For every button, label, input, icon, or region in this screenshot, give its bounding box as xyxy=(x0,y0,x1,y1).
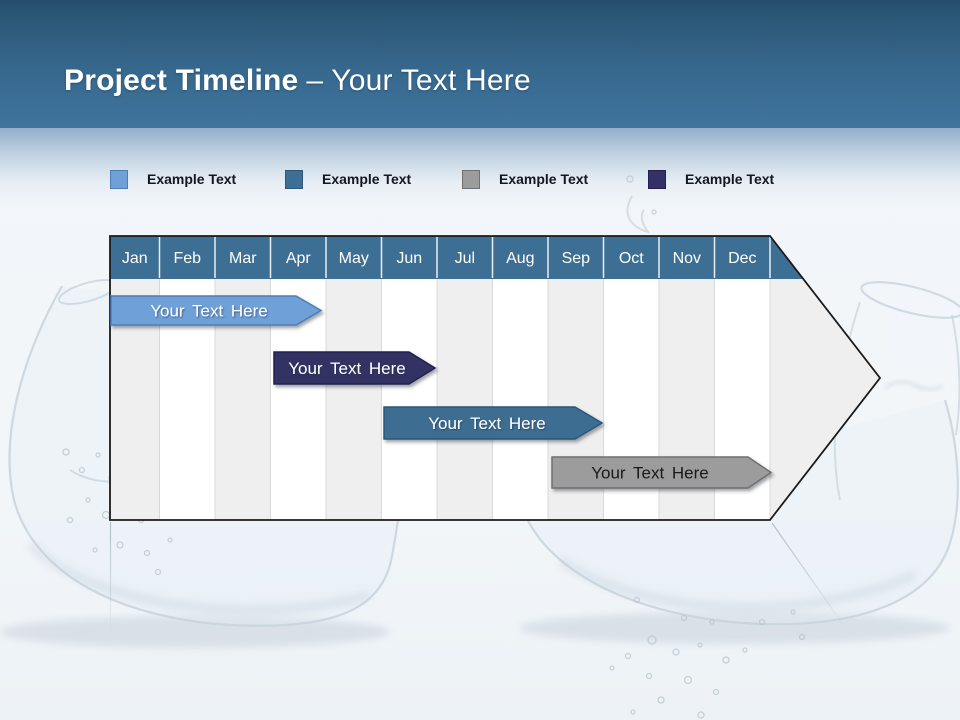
title-band-fade xyxy=(0,128,960,212)
legend-swatch-2 xyxy=(285,169,303,189)
month-may: May xyxy=(339,250,369,267)
legend-swatch-1 xyxy=(110,169,128,189)
slide-title[interactable]: Project Timeline– Your Text Here xyxy=(64,64,531,98)
legend-label-3: Example Text xyxy=(499,171,589,187)
month-jan: Jan xyxy=(122,250,148,267)
task-bar-4-label: Your Text Here xyxy=(591,464,709,483)
month-labels: Jan Feb Mar Apr May Jun Jul Aug Sep Oct … xyxy=(122,250,757,267)
month-dec: Dec xyxy=(728,250,756,267)
legend-item-3[interactable]: Example Text xyxy=(462,167,588,191)
legend-swatch-3 xyxy=(462,169,480,189)
month-jun: Jun xyxy=(396,250,422,267)
task-bar-2-label: Your Text Here xyxy=(288,359,406,378)
legend-label-2: Example Text xyxy=(322,171,412,187)
title-main: Project Timeline xyxy=(64,64,299,97)
column-gridlines xyxy=(159,279,771,520)
reflection-right xyxy=(771,522,850,634)
task-bar-4-shape xyxy=(551,456,773,489)
legend-swatch-4 xyxy=(648,169,666,189)
task-bar-3-shape xyxy=(383,406,604,440)
legend-item-2[interactable]: Example Text xyxy=(285,167,411,191)
month-jul: Jul xyxy=(455,250,475,267)
task-bar-1-label: Your Text Here xyxy=(150,302,268,321)
timeline-chart: Jan Feb Mar Apr May Jun Jul Aug Sep Oct … xyxy=(109,235,882,634)
task-bar-1[interactable]: Your Text Here xyxy=(110,295,323,326)
legend-item-4[interactable]: Example Text xyxy=(648,167,774,191)
water-splash xyxy=(626,195,651,234)
timeline-outline xyxy=(109,235,882,521)
right-bowl-shadow xyxy=(520,612,950,644)
month-header-separators xyxy=(158,237,771,278)
legend-label-1: Example Text xyxy=(147,171,237,187)
legend-label-4: Example Text xyxy=(685,171,775,187)
month-header-band xyxy=(110,236,880,279)
task-bar-3-label: Your Text Here xyxy=(428,414,546,433)
title-suffix: – Your Text Here xyxy=(306,64,531,97)
month-oct: Oct xyxy=(619,250,644,267)
month-feb: Feb xyxy=(174,250,202,267)
task-bar-2-shape xyxy=(273,351,437,385)
task-bar-3[interactable]: Your Text Here xyxy=(383,406,604,440)
month-mar: Mar xyxy=(229,250,257,267)
month-aug: Aug xyxy=(506,250,534,267)
task-bar-2[interactable]: Your Text Here xyxy=(273,351,437,385)
task-bar-4[interactable]: Your Text Here xyxy=(551,456,773,489)
legend-item-1[interactable]: Example Text xyxy=(110,167,236,191)
task-bar-1-shape xyxy=(110,295,323,326)
month-apr: Apr xyxy=(286,250,312,267)
title-band xyxy=(0,0,960,128)
month-sep: Sep xyxy=(562,250,591,267)
month-nov: Nov xyxy=(673,250,701,267)
